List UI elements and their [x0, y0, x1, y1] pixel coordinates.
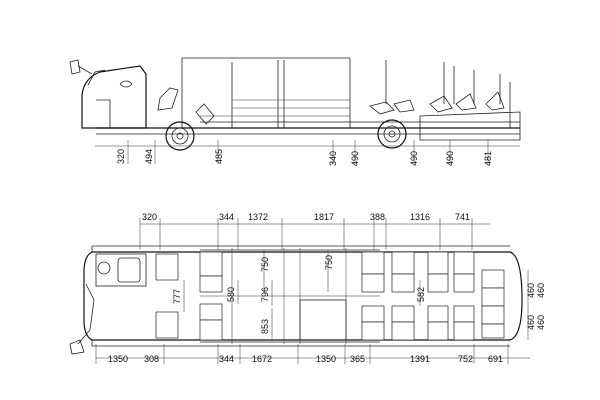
bottom-dim: 1350: [316, 354, 336, 364]
side-dim: 485: [214, 149, 224, 164]
bottom-dim: 1391: [410, 354, 430, 364]
top-dim: 1817: [314, 212, 334, 222]
vertical-dim: 750: [260, 257, 270, 272]
bottom-dim: 365: [350, 354, 365, 364]
vertical-dim: 796: [260, 287, 270, 302]
side-dim: 481: [483, 151, 493, 166]
top-dim: 320: [142, 212, 157, 222]
top-dim: 741: [455, 212, 470, 222]
bottom-dim: 1350: [108, 354, 128, 364]
vertical-dim: 777: [172, 289, 182, 304]
top-dim: 344: [219, 212, 234, 222]
rear-dim: 460: [526, 283, 536, 298]
top-dim: 1316: [410, 212, 430, 222]
rear-dim: 460: [526, 315, 536, 330]
bottom-dim: 752: [458, 354, 473, 364]
vertical-dim: 853: [260, 319, 270, 334]
plan-view: 320 344 1372 1817 388 1316 741 1350 308 …: [69, 212, 546, 364]
bottom-dim: 1672: [252, 354, 272, 364]
bottom-dim: 308: [144, 354, 159, 364]
side-dim: 490: [445, 151, 455, 166]
side-dim: 490: [350, 151, 360, 166]
top-dim: 1372: [248, 212, 268, 222]
side-dim: 320: [116, 149, 126, 164]
rear-dim: 460: [536, 283, 546, 298]
top-dim: 388: [370, 212, 385, 222]
vertical-dim: 582: [416, 287, 426, 302]
vertical-dim: 750: [324, 255, 334, 270]
bottom-dim: 344: [219, 354, 234, 364]
side-dim: 494: [144, 149, 154, 164]
side-dim: 490: [409, 151, 419, 166]
seat-row: [199, 251, 505, 341]
side-view: 320 494 485 340 490 490 490 481: [69, 57, 521, 166]
side-dim: 340: [328, 151, 338, 166]
vertical-dim: 580: [226, 287, 236, 302]
bottom-dim: 691: [488, 354, 503, 364]
rear-dim: 460: [536, 315, 546, 330]
